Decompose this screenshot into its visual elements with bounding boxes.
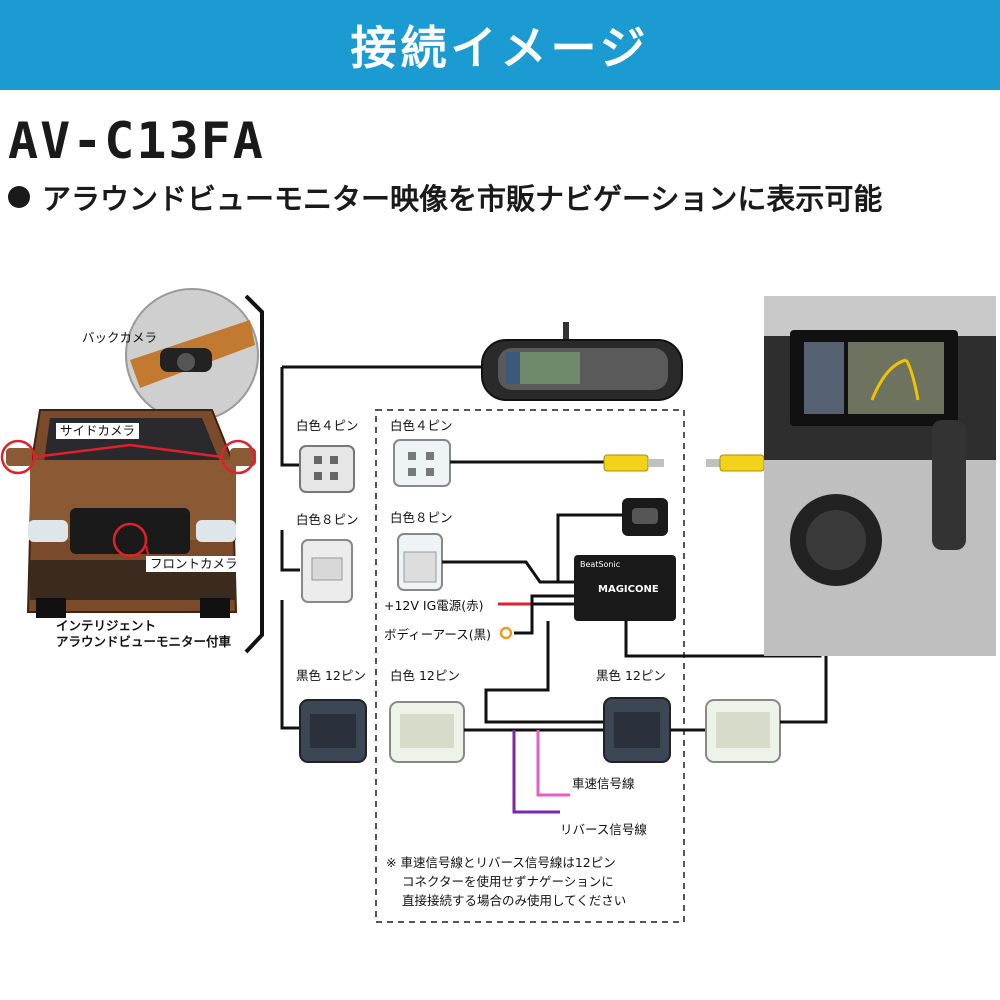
navigation-photo: [764, 296, 996, 656]
footnote-line-3: 直接接続する場合のみ使用してください: [402, 893, 627, 908]
label-vehicle-note-1: インテリジェント: [56, 618, 157, 633]
connector-vehicle-white4: [299, 445, 355, 493]
label-back-camera: バックカメラ: [82, 330, 158, 345]
label-vehicle-white4: 白色４ピン: [296, 418, 359, 433]
module-brand: BeatSonic: [580, 560, 621, 569]
wire-black12: [280, 600, 300, 730]
connector-vehicle-black12: [299, 699, 367, 763]
kit-dashed-box: [375, 409, 685, 923]
product-subtitle: アラウンドビューモニター映像を市販ナビゲーションに表示可能: [8, 176, 882, 218]
header-banner: 接続イメージ: [0, 0, 1000, 90]
mirror-monitor: [481, 322, 683, 401]
magicone-module: [574, 555, 676, 621]
connector-navi-white12: [705, 699, 781, 763]
front-camera-marker: [112, 522, 148, 558]
wire-white4: [280, 367, 300, 467]
rca-plug-right: [706, 454, 765, 472]
label-side-camera: サイドカメラ: [56, 423, 140, 439]
label-vehicle-black12: 黒色 12ピン: [296, 668, 366, 683]
label-kit-white8: 白色８ピン: [390, 510, 453, 525]
mode-switch: [622, 498, 668, 536]
connector-vehicle-white8: [301, 539, 353, 603]
wire-module-in: [442, 560, 574, 584]
label-front-camera: フロントカメラ: [146, 556, 242, 572]
wire-navi-harness: [780, 655, 828, 724]
bullet-icon: [8, 186, 30, 208]
footnote-line-1: ※ 車速信号線とリバース信号線は12ピン: [386, 855, 616, 870]
side-camera-line: [33, 443, 223, 459]
ground-terminal: [499, 626, 513, 640]
product-model: AV-C13FA: [8, 112, 265, 170]
footnote-line-2: コネクターを使用せずナゲーションに: [402, 874, 614, 889]
wire-speed-signal: [536, 730, 570, 797]
label-kit-white12: 白色 12ピン: [390, 668, 460, 683]
module-name: MAGICONE: [598, 584, 659, 595]
connector-kit-white4: [393, 439, 451, 487]
label-ig-power: +12V IG電源(赤): [384, 598, 484, 613]
wire-ground: [514, 594, 574, 635]
wire-white8: [280, 530, 300, 572]
label-vehicle-white8: 白色８ピン: [296, 512, 359, 527]
vehicle-bracket: [244, 294, 264, 654]
label-kit-black12: 黒色 12ピン: [596, 668, 666, 683]
banner-title: 接続イメージ: [350, 21, 650, 75]
label-vehicle-note-2: アラウンドビューモニター付車: [56, 634, 232, 649]
label-body-ground: ボディーアース(黒): [384, 627, 492, 642]
connector-kit-black12: [603, 697, 671, 763]
vehicle-illustration: [6, 409, 256, 618]
wire-reverse-signal: [512, 730, 560, 814]
subtitle-text: アラウンドビューモニター映像を市販ナビゲーションに表示可能: [42, 182, 883, 216]
rca-plug-left: [603, 454, 664, 472]
wire-module-12pin: [484, 621, 604, 724]
connector-kit-white8: [397, 533, 443, 591]
label-kit-white4: 白色４ピン: [390, 418, 453, 433]
label-speed-signal: 車速信号線: [572, 776, 635, 791]
wire-switch: [556, 513, 622, 582]
connector-kit-white12: [389, 701, 465, 763]
label-reverse-signal: リバース信号線: [560, 822, 647, 837]
back-camera-photo: [125, 288, 259, 422]
